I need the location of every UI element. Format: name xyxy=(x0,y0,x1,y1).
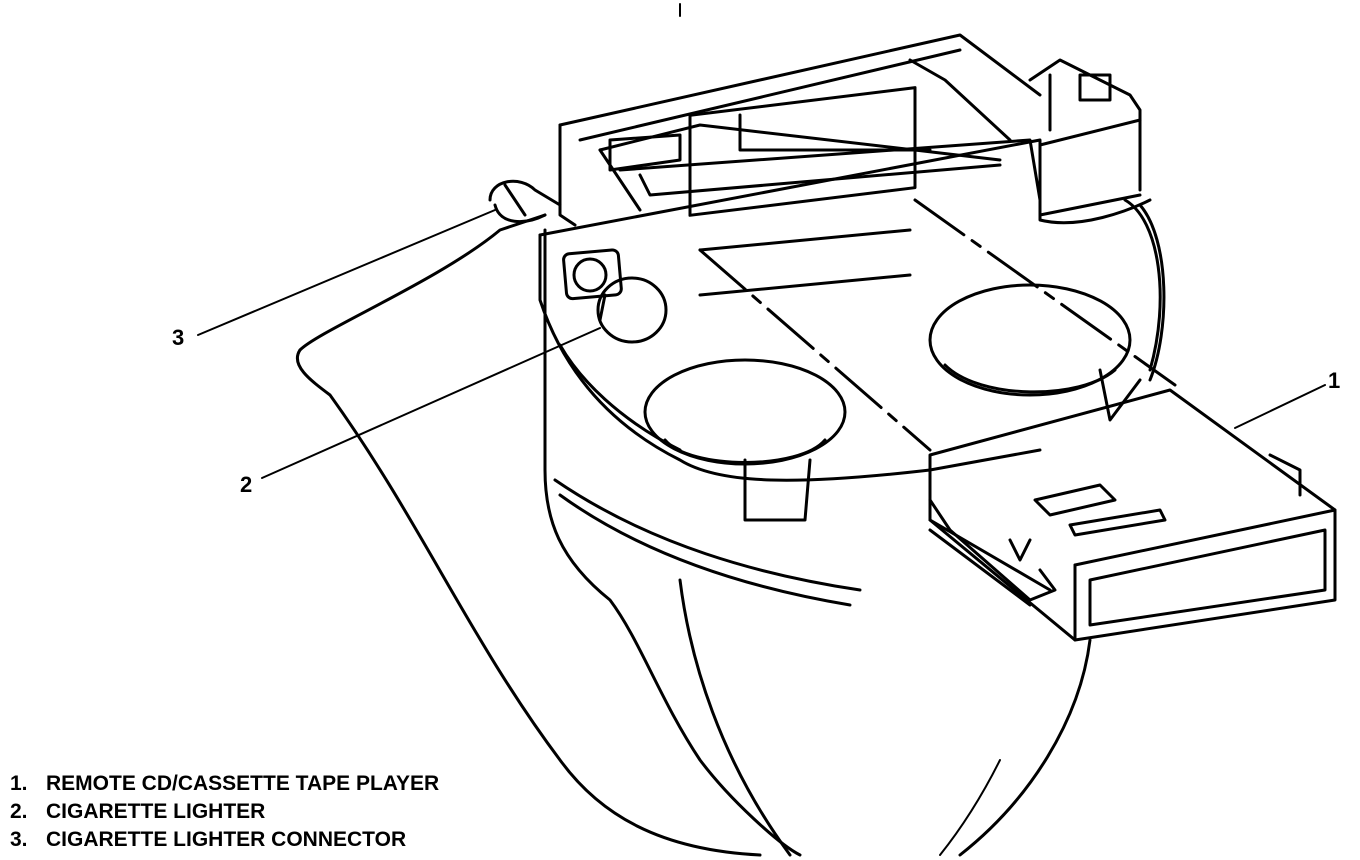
legend-item: 1. REMOTE CD/CASSETTE TAPE PLAYER xyxy=(10,770,439,798)
right-bracket xyxy=(1028,58,1166,382)
upper-console xyxy=(558,33,1042,227)
legend-label: CIGARETTE LIGHTER xyxy=(46,800,266,823)
legend-item: 2. CIGARETTE LIGHTER xyxy=(10,798,439,826)
callout-number-1: 1 xyxy=(1328,368,1341,393)
callout-number-2: 2 xyxy=(240,472,253,497)
cigarette-lighter xyxy=(562,248,668,344)
callout-number-3: 3 xyxy=(172,325,185,350)
remote-cd-cassette-player xyxy=(928,388,1337,642)
legend-number: 1. xyxy=(10,772,28,795)
leader-line-3 xyxy=(197,209,496,336)
legend-number: 2. xyxy=(10,800,28,823)
legend-item: 3. CIGARETTE LIGHTER CONNECTOR xyxy=(10,826,439,854)
legend-label: CIGARETTE LIGHTER CONNECTOR xyxy=(46,828,407,851)
legend: 1. REMOTE CD/CASSETTE TAPE PLAYER 2. CIGAR… xyxy=(10,770,439,854)
console-body xyxy=(295,213,1092,857)
installation-guide-lines xyxy=(698,198,1177,452)
cup-holder-right xyxy=(928,283,1142,422)
cup-holder-left xyxy=(643,358,847,522)
leader-line-1 xyxy=(1234,384,1326,429)
leader-line-2 xyxy=(261,327,601,479)
legend-number: 3. xyxy=(10,828,28,851)
cigarette-lighter-connector xyxy=(488,179,562,224)
legend-label: REMOTE CD/CASSETTE TAPE PLAYER xyxy=(46,772,440,795)
